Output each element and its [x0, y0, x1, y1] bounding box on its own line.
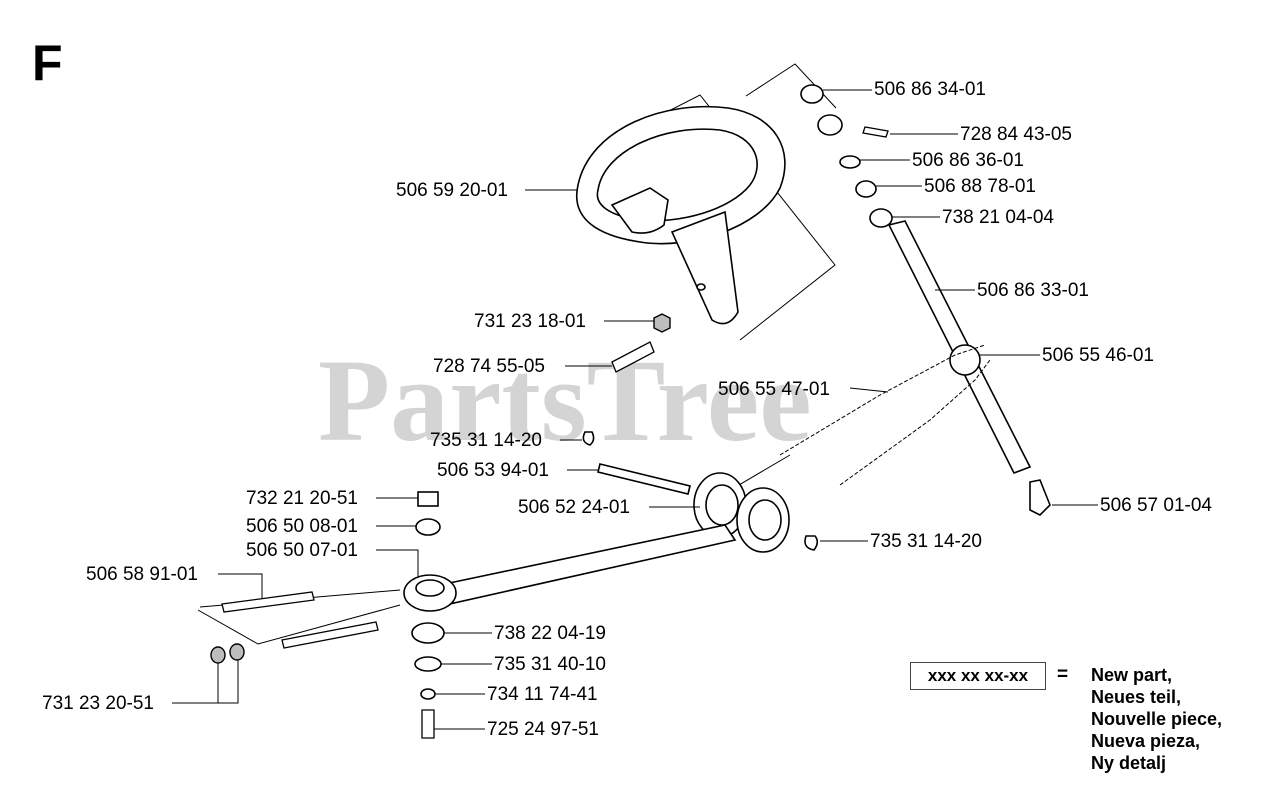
- part-label: 738 22 04-19: [494, 623, 606, 644]
- part-label: 732 21 20-51: [246, 488, 358, 509]
- part-label: 728 84 43-05: [960, 124, 1072, 145]
- part-label: 506 52 24-01: [518, 497, 630, 518]
- part-label: 738 21 04-04: [942, 207, 1054, 228]
- part-label: 506 88 78-01: [924, 176, 1036, 197]
- part-label: 735 31 40-10: [494, 654, 606, 675]
- leader-lines: [172, 89, 1098, 730]
- column-nut-and-bolt: [611, 313, 671, 373]
- legend-meaning: New part,: [1091, 665, 1173, 685]
- part-label: 506 86 36-01: [912, 150, 1024, 171]
- part-label: 506 53 94-01: [437, 460, 549, 481]
- part-label: 734 11 74-41: [487, 684, 598, 705]
- part-label: 506 59 20-01: [396, 180, 508, 201]
- part-label: 506 86 34-01: [874, 79, 986, 100]
- legend-meanings: New part, Neues teil, Nouvelle piece, Nu…: [1091, 664, 1222, 774]
- watermark-text: PartsTree: [318, 335, 812, 466]
- legend-meaning: Nouvelle piece,: [1091, 709, 1223, 729]
- new-part-code-box: xxx xx xx-xx: [910, 662, 1046, 690]
- steering-shaft-drawing: [745, 63, 1051, 516]
- legend-equals: =: [1057, 664, 1069, 685]
- part-label: 735 31 14-20: [870, 531, 982, 552]
- steering-wheel-drawing: [575, 94, 836, 341]
- part-label: 731 23 18-01: [474, 311, 586, 332]
- legend-meaning: Ny detalj: [1091, 753, 1167, 773]
- section-letter: F: [32, 35, 63, 91]
- part-label: 725 24 97-51: [487, 719, 599, 740]
- part-label: 506 50 08-01: [246, 516, 358, 537]
- part-label: 731 23 20-51: [42, 693, 154, 714]
- legend-meaning: Nueva pieza,: [1091, 731, 1201, 751]
- part-label: 506 55 46-01: [1042, 345, 1154, 366]
- part-label: 506 86 33-01: [977, 280, 1089, 301]
- legend-meaning: Neues teil,: [1091, 687, 1182, 707]
- part-label: 506 55 47-01: [718, 379, 830, 400]
- part-label: 506 58 91-01: [86, 564, 198, 585]
- part-label: 728 74 55-05: [433, 356, 545, 377]
- part-label: 506 50 07-01: [246, 540, 358, 561]
- part-label: 735 31 14-20: [430, 430, 542, 451]
- lower-arm-drawing: [197, 491, 737, 739]
- pulleys-drawing: [582, 431, 819, 553]
- part-label: 506 57 01-04: [1100, 495, 1212, 516]
